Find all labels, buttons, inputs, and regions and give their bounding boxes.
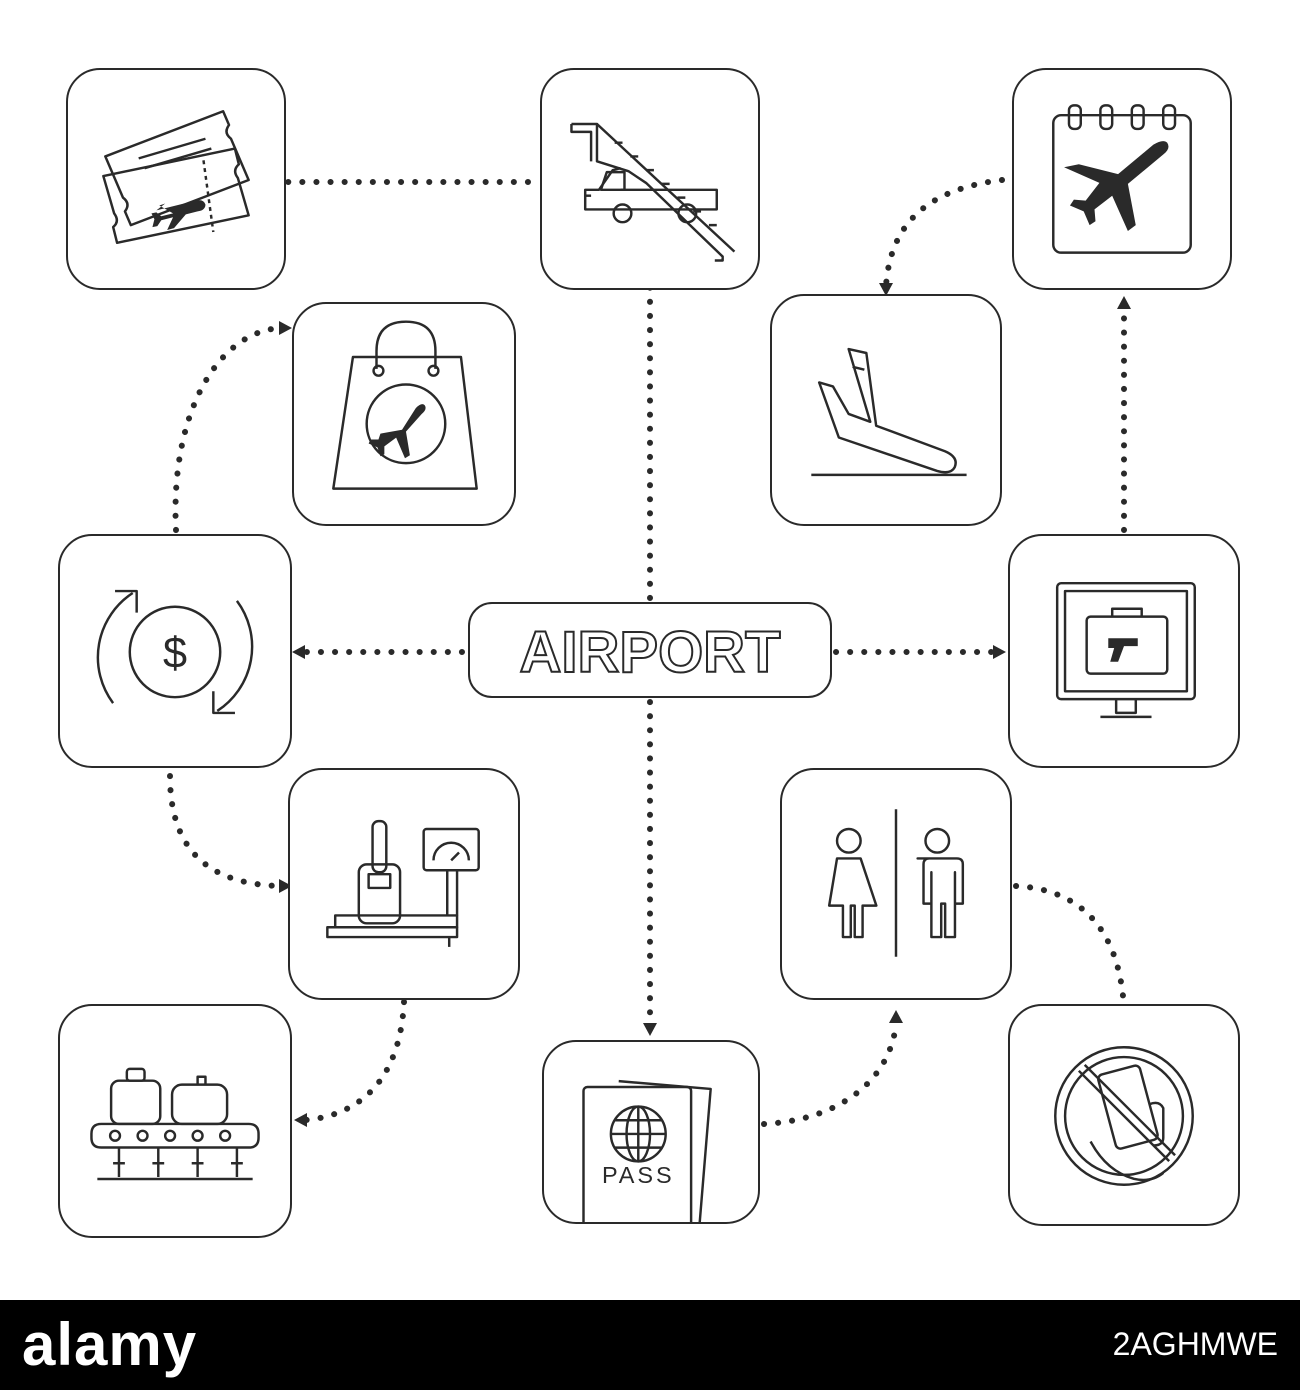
node-restroom [780,768,1012,1000]
svg-text:$: $ [163,630,187,678]
node-stairs [540,68,760,290]
plane-tickets-icon [102,110,250,245]
center-title: AIRPORT [520,620,781,685]
passport-label: PASS [602,1162,675,1188]
node-weighing [288,768,520,1000]
center-title-graphic: AIRPORT [519,619,782,686]
connector-passport-restroom [761,1021,899,1127]
baggage-scanner-monitor-icon [1055,581,1196,719]
center-node: AIRPORT [468,602,832,698]
baggage-conveyor-icon [90,1067,260,1181]
currency-exchange-icon: $ [96,589,254,715]
airstair-truck-icon [570,122,736,262]
no-phone-icon [1054,1046,1194,1186]
plane-landing-icon [811,347,967,477]
footer-bar: alamy 2AGHMWE [0,1300,1300,1390]
node-duty-free [292,302,516,526]
node-security [1008,534,1240,768]
node-passport: PASS [542,1040,760,1224]
node-schedule [1012,68,1232,290]
node-exchange: $ [58,534,292,768]
restroom-icon [827,809,965,957]
connector-restroom-nophone [1013,883,1127,1011]
node-conveyor [58,1004,292,1238]
node-arrival [770,294,1002,526]
node-no-phone [1008,1004,1240,1226]
brand-logo[interactable]: alamy [22,1311,198,1378]
duty-free-bag-icon [332,320,478,490]
airport-mind-map: $ AIRPORT [58,68,1240,1238]
luggage-scale-icon [326,819,480,947]
connector-schedule-arrival [883,177,1005,289]
node-tickets [66,68,286,290]
connector-exchange-weighing [167,773,285,889]
connector-exchange-dutyfree [172,325,285,533]
passport-icon: PASS [582,1079,712,1222]
flight-calendar-icon [1052,104,1192,254]
image-code: 2AGHMWE [1112,1326,1278,1362]
connector-weighing-conveyor [303,999,407,1123]
